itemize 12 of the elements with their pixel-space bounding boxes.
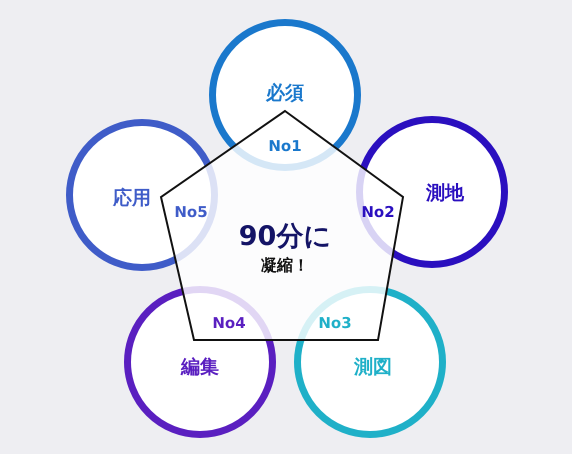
circle-label: 必須 <box>266 81 304 106</box>
circle-label: 測地 <box>426 181 464 206</box>
number-label: No3 <box>318 314 352 332</box>
number-label: No2 <box>361 203 395 221</box>
number-label: No4 <box>212 314 246 332</box>
circle-label: 測図 <box>354 355 392 380</box>
center-text: 90分に <box>238 220 332 254</box>
center-text: 凝縮！ <box>261 256 309 276</box>
circle-label: 応用 <box>113 186 151 211</box>
number-label: No1 <box>268 137 302 155</box>
number-label: No5 <box>174 203 208 221</box>
circle-label: 編集 <box>181 355 219 380</box>
